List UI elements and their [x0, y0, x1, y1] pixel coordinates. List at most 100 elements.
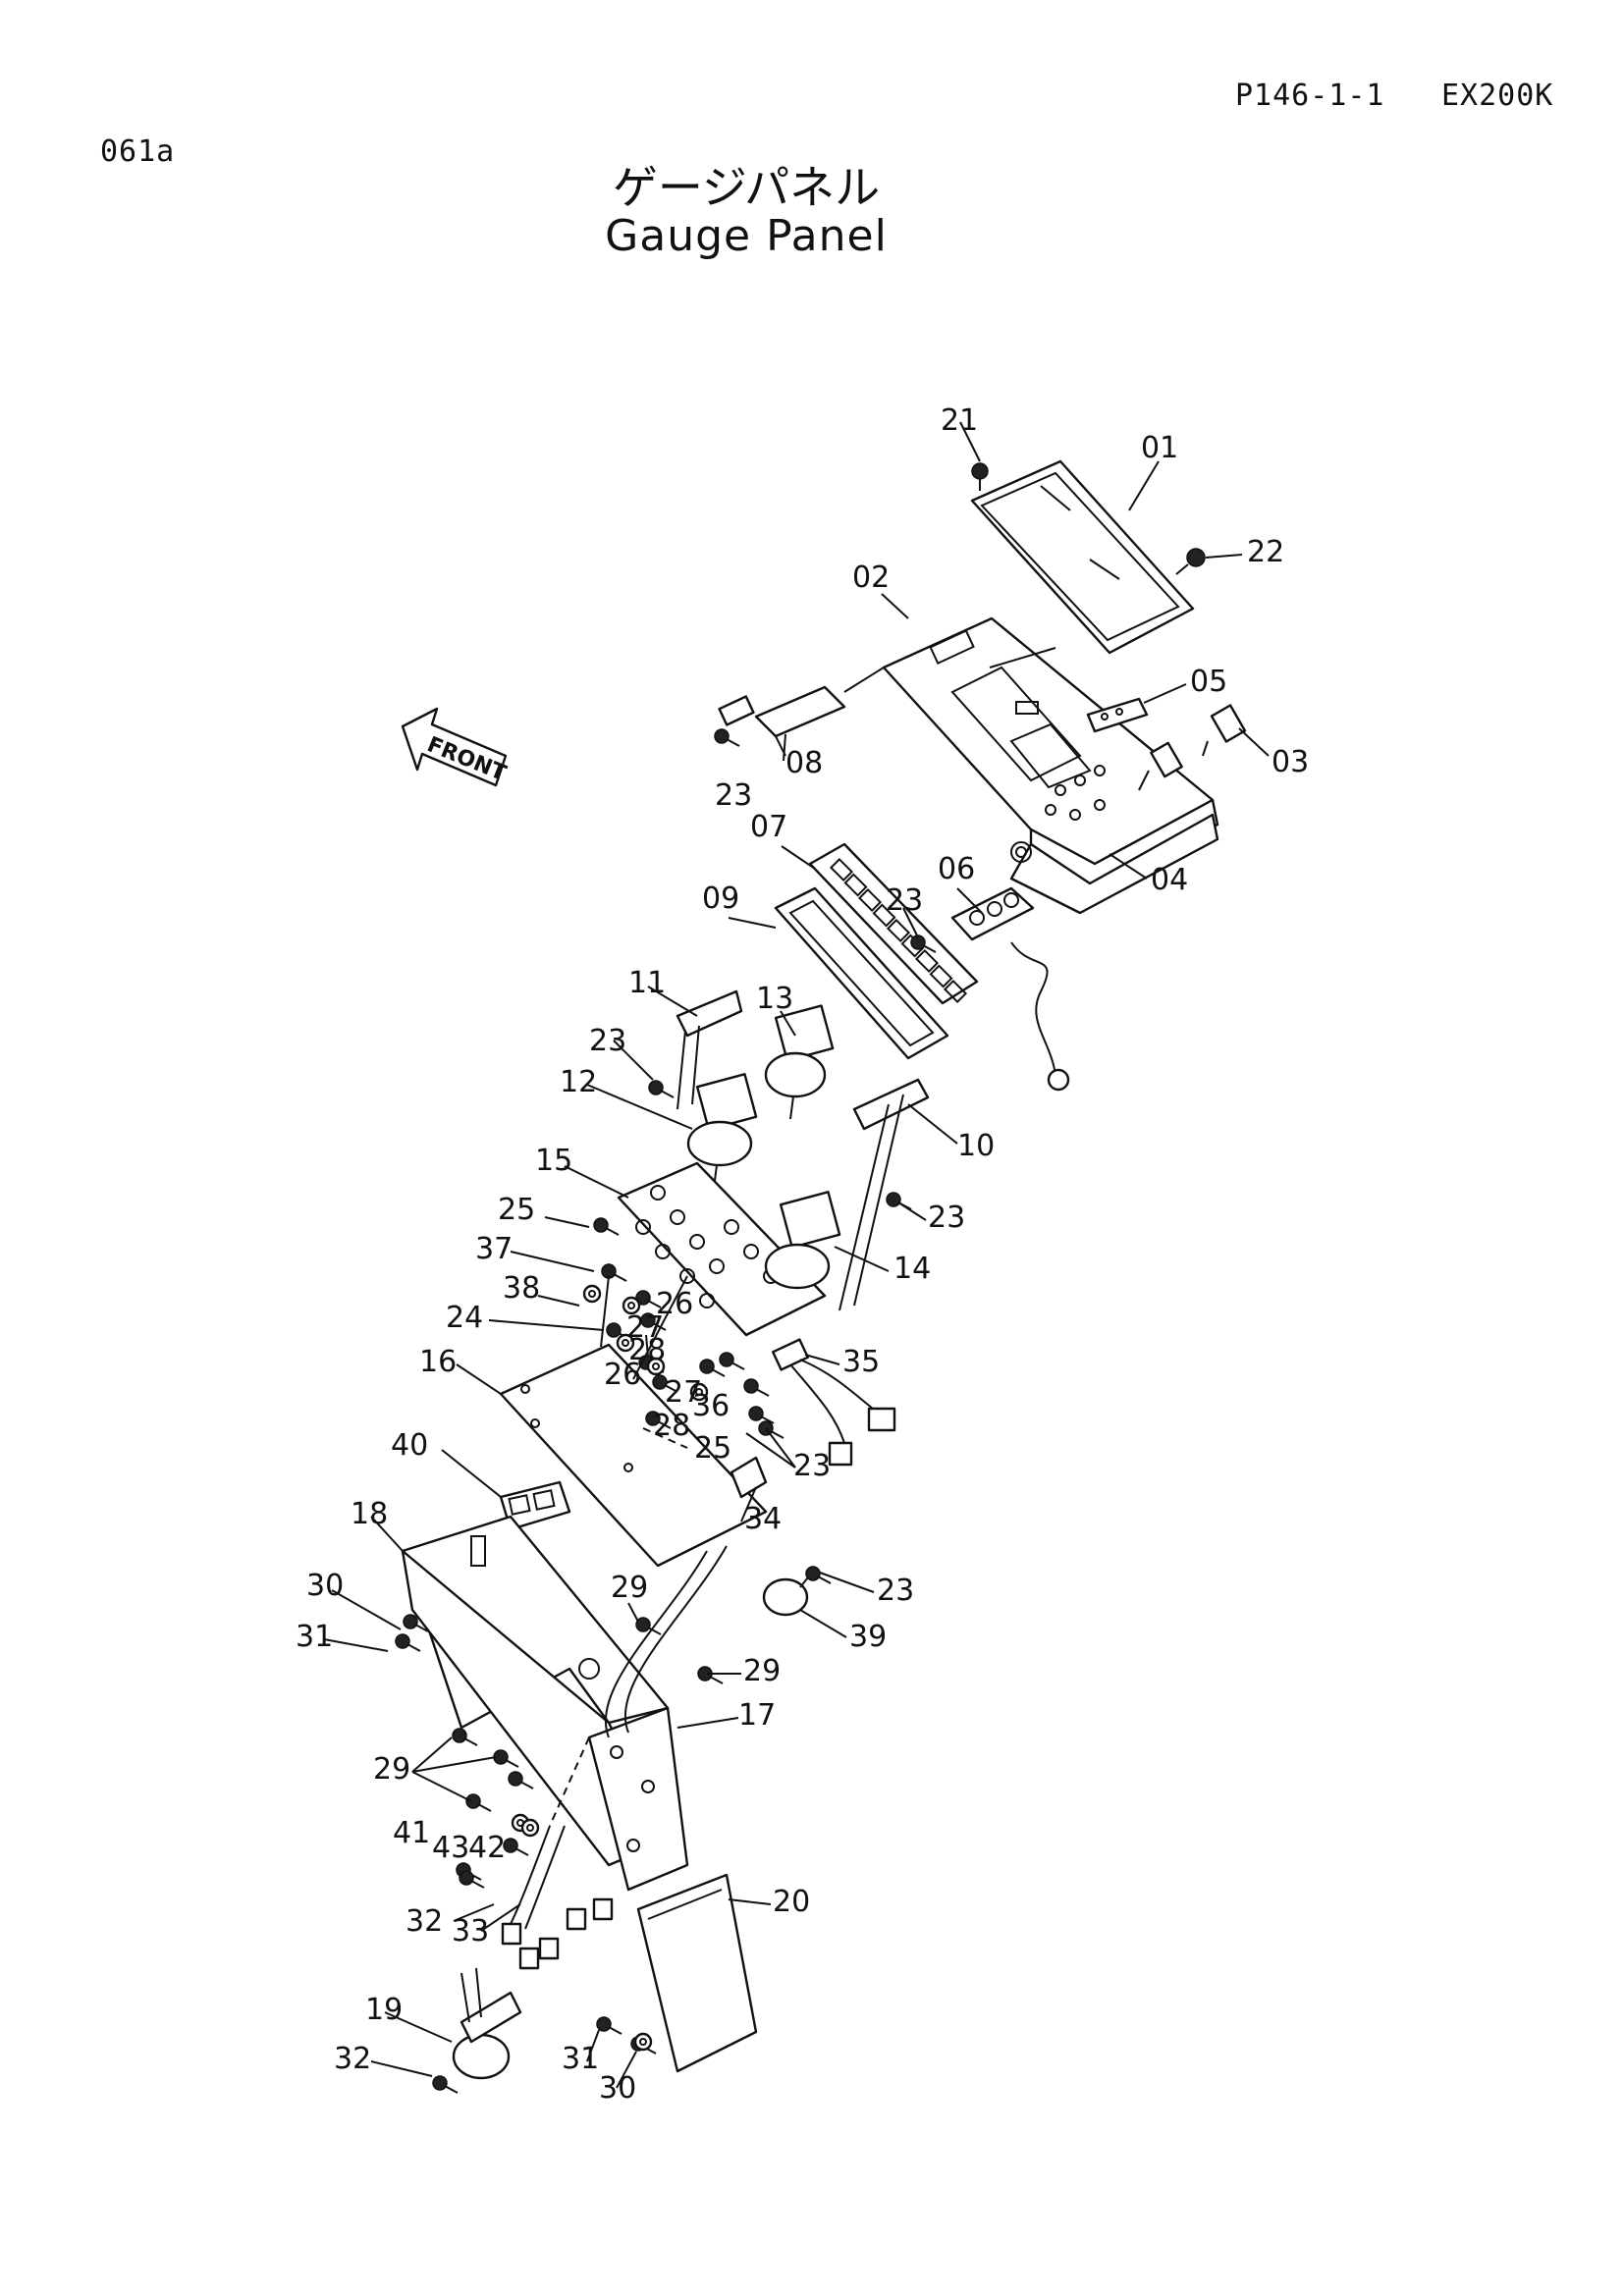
callout-30-a: 30 [306, 1569, 344, 1603]
part-33-harness [501, 1825, 614, 1970]
callout-08: 08 [785, 746, 823, 780]
callout-23-f: 23 [877, 1574, 914, 1608]
callout-38: 38 [503, 1271, 540, 1306]
callout-25-b: 25 [694, 1431, 731, 1466]
callout-27-a: 27 [626, 1310, 664, 1345]
callout-31-b: 31 [562, 2042, 599, 2076]
part-09-lamp-cover [774, 886, 949, 1060]
callout-23-e: 23 [793, 1449, 831, 1483]
callout-36: 36 [692, 1389, 730, 1423]
screw-icon [593, 1217, 620, 1236]
screw-icon [606, 1322, 632, 1341]
callout-35: 35 [842, 1345, 880, 1379]
screw-icon [652, 1374, 678, 1393]
part-08-switch [718, 685, 846, 757]
part-04-base-bracket [1009, 813, 1219, 915]
callout-34: 34 [744, 1502, 782, 1536]
callout-28-a: 28 [628, 1333, 666, 1367]
screw-icon [743, 1378, 770, 1397]
part-05-label-strip [1086, 697, 1149, 733]
callout-19: 19 [365, 1993, 403, 2027]
screw-icon [601, 1263, 627, 1282]
title-english: Gauge Panel [605, 211, 888, 261]
part-13-gauge [764, 1004, 835, 1120]
part-19-relay [452, 1967, 522, 2080]
screw-icon [697, 1666, 724, 1684]
callout-27-b: 27 [665, 1375, 702, 1410]
callout-09: 09 [702, 881, 739, 916]
callout-15: 15 [535, 1144, 572, 1178]
screw-icon [465, 1793, 492, 1812]
callout-28-b: 28 [653, 1409, 690, 1443]
screw-icon [596, 2016, 622, 2035]
doc-id: 061a [100, 134, 176, 169]
screw-icon [645, 1411, 672, 1429]
callout-01: 01 [1141, 431, 1178, 465]
callout-21: 21 [941, 403, 978, 438]
callout-22: 22 [1247, 535, 1284, 569]
callout-26-a: 26 [656, 1287, 693, 1321]
part-21-screw [971, 462, 989, 491]
washer-icon [646, 1357, 666, 1376]
leader-lines [323, 421, 1270, 2089]
part-14-gauge [764, 1191, 841, 1290]
screw-icon [699, 1359, 726, 1377]
callout-30-b: 30 [599, 2071, 636, 2106]
screw-icon [395, 1633, 421, 1652]
callout-07: 07 [750, 810, 787, 844]
callout-33: 33 [452, 1914, 489, 1949]
part-06-switch-block [950, 886, 1070, 1092]
callout-32-a: 32 [406, 1904, 443, 1939]
callout-29-a: 29 [611, 1571, 648, 1605]
part-15-circuit-board [617, 1161, 827, 1337]
washer-icon [689, 1382, 709, 1402]
screw-icon [508, 1771, 534, 1789]
screw-icon [886, 1192, 912, 1210]
callout-04: 04 [1151, 863, 1188, 897]
callout-23-d: 23 [928, 1201, 965, 1235]
callout-42: 42 [468, 1831, 506, 1865]
callout-14: 14 [893, 1252, 931, 1286]
callout-32-b: 32 [334, 2042, 371, 2076]
callout-11: 11 [628, 966, 666, 1000]
screw-icon [493, 1749, 519, 1768]
model-code: EX200K [1441, 79, 1554, 113]
part-22-screw [1175, 548, 1206, 575]
callout-43: 43 [432, 1831, 469, 1865]
callout-05: 05 [1190, 665, 1227, 699]
callout-26-b: 26 [604, 1358, 641, 1392]
title-japanese: ゲージパネル [612, 161, 881, 214]
callout-24: 24 [446, 1301, 483, 1335]
callout-29-b: 29 [743, 1654, 781, 1688]
part-11-bracket [676, 989, 743, 1110]
part-16-main-plate [499, 1343, 768, 1568]
washer-icon [582, 1284, 602, 1304]
screw-icon [459, 1870, 485, 1889]
part-10-bracket [839, 1078, 930, 1311]
screw-icon [635, 1290, 662, 1308]
screw-icon [635, 1617, 662, 1635]
washer-icon [520, 1818, 540, 1838]
part-02-panel-housing [882, 616, 1219, 890]
screw-icon [403, 1614, 429, 1632]
washer-icon [622, 1296, 641, 1315]
page-code: P146-1-1 [1235, 79, 1385, 113]
callout-23-a: 23 [715, 778, 752, 813]
part-12-gauge [686, 1073, 758, 1189]
callout-37: 37 [475, 1232, 513, 1266]
screw-icon [648, 1080, 675, 1098]
fasteners-group [395, 728, 937, 2094]
washer-icon [633, 2032, 653, 2052]
callout-16: 16 [419, 1345, 457, 1379]
callout-29-c: 29 [373, 1752, 410, 1787]
screw-icon [719, 1352, 745, 1370]
callout-02: 02 [852, 561, 890, 595]
callout-10: 10 [957, 1129, 995, 1163]
callout-31-a: 31 [296, 1620, 333, 1654]
part-20-cover-plate [636, 1873, 758, 2073]
part-17-rear-bracket [587, 1545, 728, 1892]
callout-13: 13 [756, 982, 793, 1016]
callout-39: 39 [849, 1620, 887, 1654]
callout-12: 12 [560, 1065, 597, 1099]
screw-icon [714, 728, 740, 747]
